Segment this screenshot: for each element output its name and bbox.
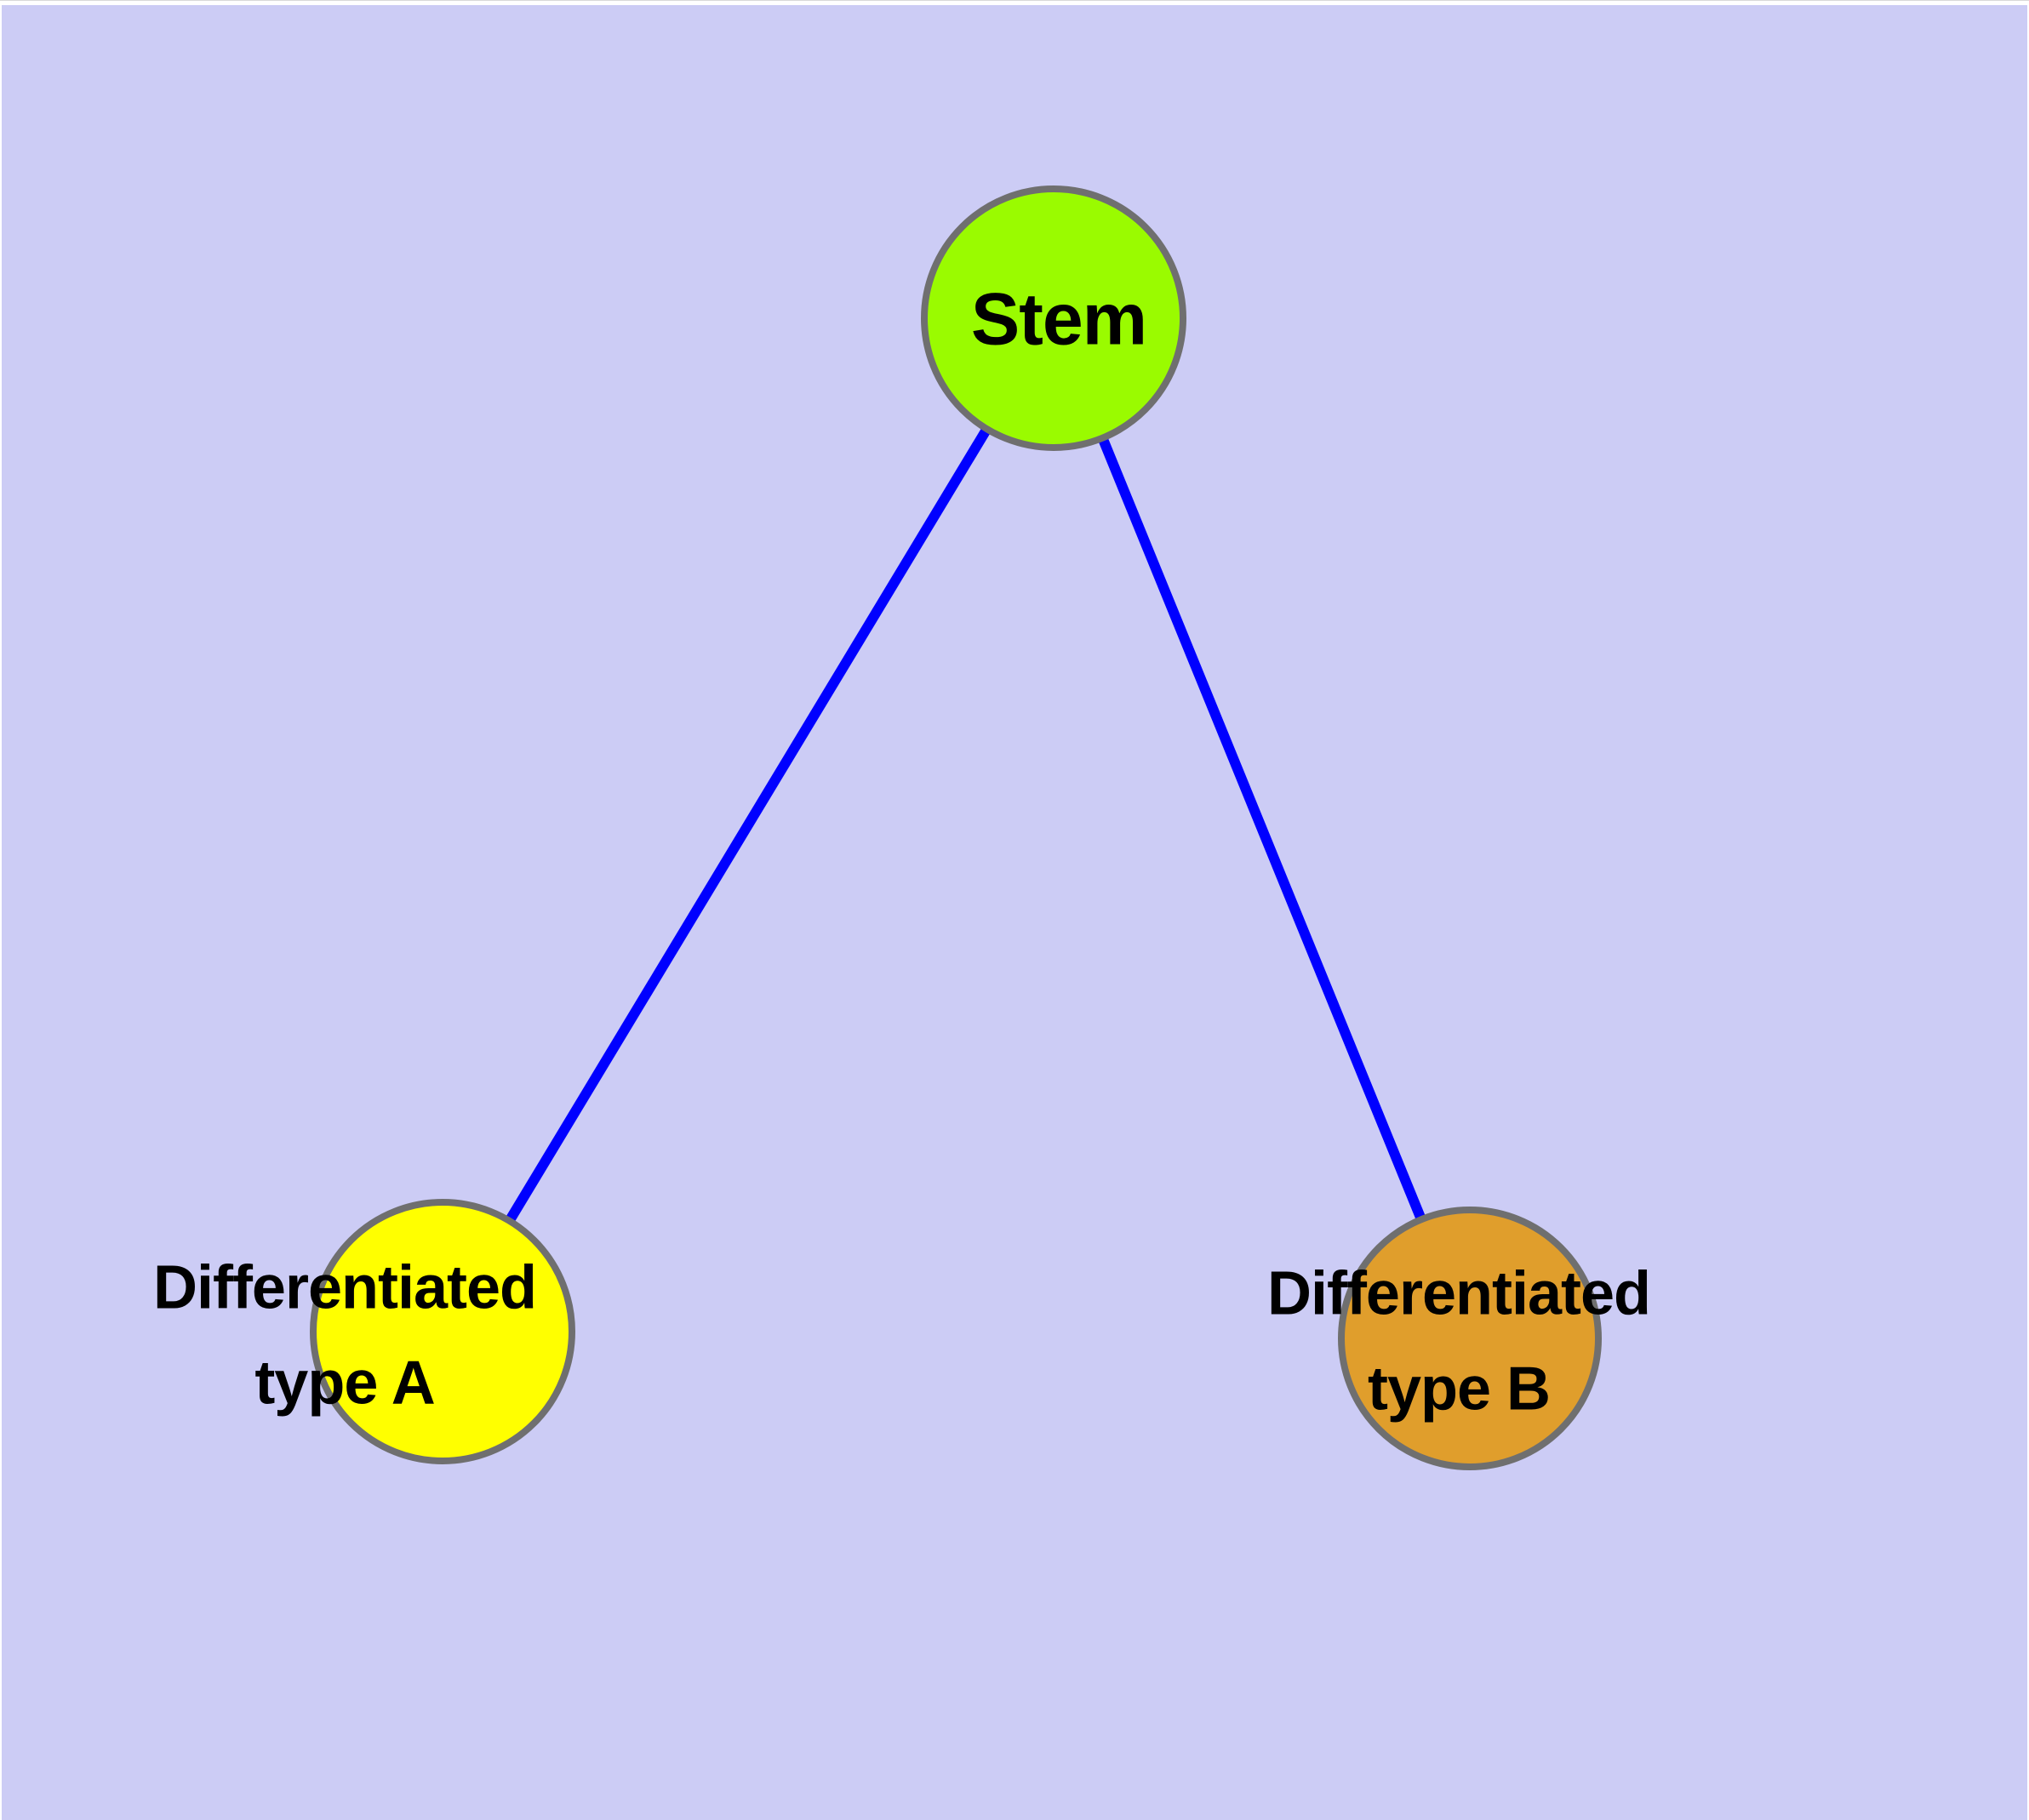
node-differentiated-type-b-label: Differentiated type B: [1266, 1259, 1651, 1423]
node-differentiated-type-a: [310, 1199, 575, 1464]
node-stem-label: Stem: [970, 278, 1147, 361]
node-stem: [921, 185, 1186, 451]
node-differentiated-type-b: [1338, 1207, 1602, 1470]
node-differentiated-type-a-label: Differentiated type A: [152, 1253, 537, 1417]
edge-stem-to-type-a: [437, 315, 1059, 1335]
edge-stem-to-type-b: [1049, 316, 1475, 1341]
